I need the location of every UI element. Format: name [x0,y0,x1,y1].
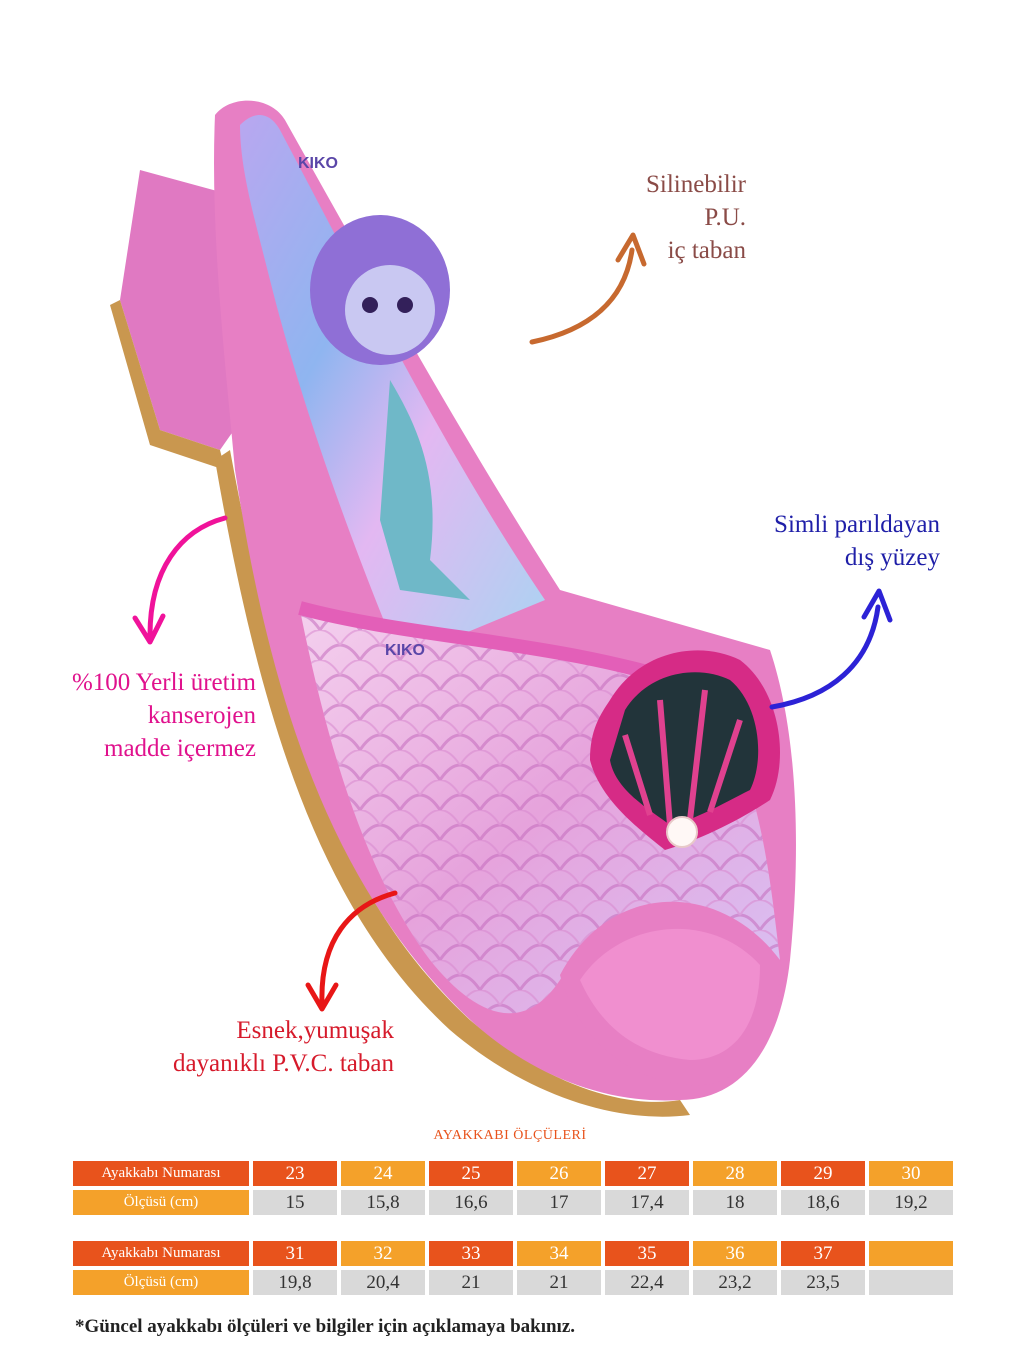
measure-row: Ölçüsü (cm) 15 15,8 16,6 17 17,4 18 18,6… [73,1190,953,1215]
callout-surface-line2: dış yüzey [844,544,940,571]
measure-cell: 23,5 [781,1270,865,1295]
size-cell: 25 [429,1161,513,1186]
callout-local-line1: %100 Yerli üretim [71,669,256,696]
measure-cell: 20,4 [341,1270,425,1295]
size-cell: 35 [605,1241,689,1266]
size-cell: 31 [253,1241,337,1266]
measure-cell: 22,4 [605,1270,689,1295]
measure-row-label: Ölçüsü (cm) [73,1270,249,1295]
arrow-local-icon [132,515,228,645]
size-cell: 32 [341,1241,425,1266]
measure-cell: 15 [253,1190,337,1215]
callout-insole-line1: Silinebilir P.U. [646,171,746,231]
callout-sole: Esnek,yumuşak dayanıklı P.V.C. taban [160,1014,394,1080]
size-cell: 36 [693,1241,777,1266]
size-cell: 27 [605,1161,689,1186]
svg-text:KIKO: KIKO [385,642,425,659]
size-table-block-1: Ayakkabı Numarası 23 24 25 26 27 28 29 3… [69,1157,957,1219]
callout-surface: Simli parıldayan dış yüzey [730,508,940,574]
size-cell: 24 [341,1161,425,1186]
measure-cell: 17 [517,1190,601,1215]
size-row-label: Ayakkabı Numarası [73,1241,249,1266]
measure-cell: 18,6 [781,1190,865,1215]
size-table-block-2: Ayakkabı Numarası 31 32 33 34 35 36 37 Ö… [69,1237,957,1299]
size-cell: 26 [517,1161,601,1186]
size-cell: 34 [517,1241,601,1266]
callout-insole-line2: iç taban [667,237,746,264]
measure-cell: 19,8 [253,1270,337,1295]
measure-cell: 23,2 [693,1270,777,1295]
product-image: KIKO KIKO [110,100,796,1117]
callout-local-line2: kanserojen [147,702,256,729]
measure-cell: 21 [429,1270,513,1295]
size-cell [869,1241,953,1266]
size-cell: 23 [253,1161,337,1186]
callout-local-line3: madde içermez [104,735,256,762]
size-cell: 29 [781,1161,865,1186]
sole [215,450,690,1117]
callout-local: %100 Yerli üretim kanserojen madde içerm… [40,666,256,765]
callout-sole-line1: Esnek,yumuşak [236,1017,394,1044]
callout-insole: Silinebilir P.U. iç taban [600,168,746,267]
footnote: *Güncel ayakkabı ölçüleri ve bilgiler iç… [75,1316,576,1337]
svg-text:KIKO: KIKO [298,155,338,172]
measure-cell: 15,8 [341,1190,425,1215]
measure-cell: 17,4 [605,1190,689,1215]
measure-cell: 19,2 [869,1190,953,1215]
size-cell: 37 [781,1241,865,1266]
measure-cell [869,1270,953,1295]
measure-cell: 18 [693,1190,777,1215]
size-row: Ayakkabı Numarası 23 24 25 26 27 28 29 3… [73,1161,953,1186]
size-cell: 33 [429,1241,513,1266]
measure-cell: 21 [517,1270,601,1295]
arrow-sole-icon [305,890,398,1012]
shell-ornament [590,650,780,850]
callout-sole-line2: dayanıklı P.V.C. taban [172,1050,394,1077]
measure-row: Ölçüsü (cm) 19,8 20,4 21 21 22,4 23,2 23… [73,1270,953,1295]
arrow-surface-icon [769,588,893,710]
size-row-label: Ayakkabı Numarası [73,1161,249,1186]
measure-row-label: Ölçüsü (cm) [73,1190,249,1215]
size-cell: 28 [693,1161,777,1186]
callout-surface-line1: Simli parıldayan [774,511,940,538]
measure-cell: 16,6 [429,1190,513,1215]
size-table-title: AYAKKABI ÖLÇÜLERİ [433,1128,587,1143]
arrow-insole-icon [529,232,647,345]
size-cell: 30 [869,1161,953,1186]
size-row: Ayakkabı Numarası 31 32 33 34 35 36 37 [73,1241,953,1266]
